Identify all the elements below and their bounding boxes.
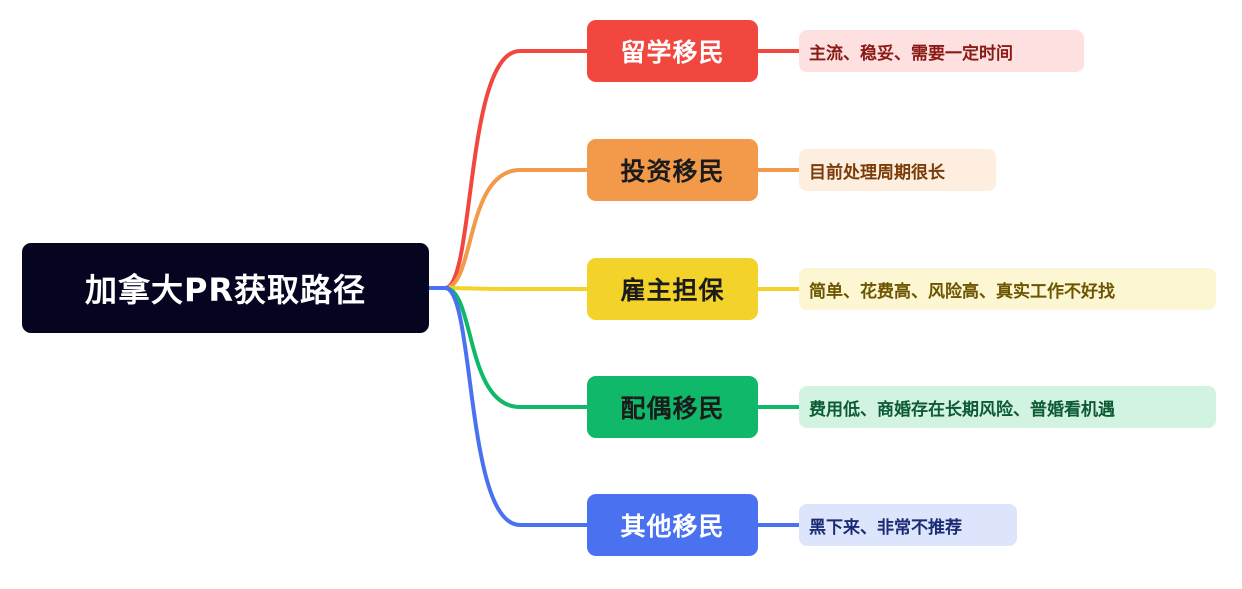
branch-label: 投资移民 <box>620 157 725 186</box>
root-node[interactable]: 加拿大PR获取路径 <box>22 243 429 333</box>
note-other[interactable]: 黑下来、非常不推荐 <box>799 504 1017 546</box>
branch-label: 留学移民 <box>620 38 725 67</box>
note-text: 简单、花费高、风险高、真实工作不好找 <box>809 281 1115 302</box>
branch-node-investment[interactable]: 投资移民 <box>587 139 758 201</box>
connector-study <box>427 49 589 290</box>
branch-label: 配偶移民 <box>620 394 725 423</box>
note-text: 费用低、商婚存在长期风险、普婚看机遇 <box>809 399 1115 420</box>
branch-node-employer[interactable]: 雇主担保 <box>587 258 758 320</box>
note-text: 黑下来、非常不推荐 <box>809 517 962 538</box>
note-text: 目前处理周期很长 <box>809 162 945 183</box>
branch-node-other[interactable]: 其他移民 <box>587 494 758 556</box>
branch-node-study[interactable]: 留学移民 <box>587 20 758 82</box>
connector-investment <box>427 168 589 290</box>
branch-node-spouse[interactable]: 配偶移民 <box>587 376 758 438</box>
note-text: 主流、稳妥、需要一定时间 <box>809 43 1013 64</box>
branch-label: 其他移民 <box>620 512 725 541</box>
connector-spouse <box>427 286 589 409</box>
connector-other <box>427 286 589 527</box>
root-label: 加拿大PR获取路径 <box>84 271 367 309</box>
note-spouse[interactable]: 费用低、商婚存在长期风险、普婚看机遇 <box>799 386 1216 428</box>
branch-label: 雇主担保 <box>620 276 725 305</box>
note-employer[interactable]: 简单、花费高、风险高、真实工作不好找 <box>799 268 1216 310</box>
note-investment[interactable]: 目前处理周期很长 <box>799 149 996 191</box>
note-study[interactable]: 主流、稳妥、需要一定时间 <box>799 30 1084 72</box>
